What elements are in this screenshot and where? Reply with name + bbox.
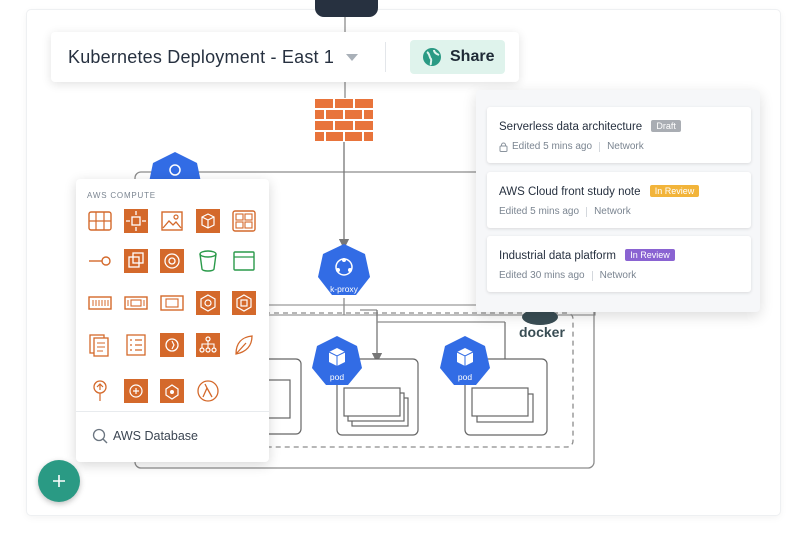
node-stack-3[interactable] xyxy=(464,358,548,436)
aws-ec2-icon[interactable] xyxy=(196,209,220,233)
folder-name[interactable]: Network xyxy=(607,141,644,152)
aws-db-instance-icon[interactable] xyxy=(124,291,148,315)
aws-container-icon[interactable] xyxy=(232,249,256,273)
aws-rack-icon[interactable] xyxy=(232,209,256,233)
folder-name[interactable]: Network xyxy=(594,206,631,217)
aws-eks-icon[interactable] xyxy=(232,291,256,315)
share-button[interactable]: Share xyxy=(410,40,505,74)
aws-elastic-ip-icon[interactable] xyxy=(88,249,112,273)
document-title-bar: Kubernetes Deployment - East 1 Share xyxy=(51,32,519,82)
aws-instance-store-icon[interactable] xyxy=(88,291,112,315)
pod-label-1: pod xyxy=(330,372,344,382)
status-badge: Draft xyxy=(651,120,681,132)
shape-library-panel: AWS COMPUTE xyxy=(76,179,269,462)
aws-rescue-icon[interactable] xyxy=(160,249,184,273)
aws-bucket-icon[interactable] xyxy=(196,249,220,273)
meta-divider xyxy=(591,270,593,281)
title-dropdown-caret-icon[interactable] xyxy=(346,53,359,61)
aws-dedicated-host-icon[interactable] xyxy=(160,291,184,315)
aws-ami-image-icon[interactable] xyxy=(160,209,184,233)
document-title: Serverless data architecture xyxy=(499,121,643,133)
aws-elastic-beanstalk-icon[interactable] xyxy=(88,379,112,403)
aws-multiple-instances-icon[interactable] xyxy=(124,249,148,273)
panel-divider xyxy=(76,411,269,412)
aws-serverless-app-icon[interactable] xyxy=(124,379,148,403)
aws-leaf-icon[interactable] xyxy=(232,333,256,357)
pod-icon-2[interactable] xyxy=(440,336,490,385)
recent-documents-panel: Serverless data architecture Draft Edite… xyxy=(476,90,760,312)
pod-label-2: pod xyxy=(458,372,472,382)
shape-section-title: AWS COMPUTE xyxy=(87,191,156,200)
shape-search-label: AWS Database xyxy=(113,429,198,443)
add-button[interactable] xyxy=(38,460,80,502)
shape-search-row[interactable]: AWS Database xyxy=(92,428,198,444)
folder-name[interactable]: Network xyxy=(599,270,637,281)
edited-time: Edited 5 mins ago xyxy=(512,141,593,152)
edited-time: Edited 5 mins ago xyxy=(499,206,580,217)
share-label: Share xyxy=(450,48,495,65)
aws-outposts-icon[interactable] xyxy=(160,379,184,403)
status-badge: In Review xyxy=(649,185,700,197)
node-stack-2[interactable] xyxy=(336,358,419,436)
document-card[interactable]: AWS Cloud front study note In Review Edi… xyxy=(487,172,751,228)
aws-documents-icon[interactable] xyxy=(88,333,112,357)
meta-divider xyxy=(599,141,601,152)
document-card[interactable]: Industrial data platform In Review Edite… xyxy=(487,236,751,292)
kproxy-label: k-proxy xyxy=(330,284,359,294)
docker-label: docker xyxy=(519,324,565,340)
title-divider xyxy=(385,42,386,72)
search-icon xyxy=(92,428,108,444)
status-badge: In Review xyxy=(625,249,675,261)
globe-icon xyxy=(423,48,441,66)
lock-icon xyxy=(499,142,508,152)
firewall-icon[interactable] xyxy=(315,99,373,141)
document-title: AWS Cloud front study note xyxy=(499,186,641,198)
plus-icon xyxy=(53,475,65,487)
edited-time: Edited 30 mins ago xyxy=(499,270,585,281)
top-node-stub[interactable] xyxy=(315,0,378,17)
meta-divider xyxy=(586,206,588,217)
pod-icon-1[interactable] xyxy=(312,336,362,385)
document-title: Industrial data platform xyxy=(499,250,616,262)
aws-instances-icon[interactable] xyxy=(88,209,112,233)
aws-ec2-autoscaling-icon[interactable] xyxy=(124,209,148,233)
document-title[interactable]: Kubernetes Deployment - East 1 xyxy=(68,46,335,67)
aws-lightsail-icon[interactable] xyxy=(160,333,184,357)
aws-lambda-icon[interactable] xyxy=(196,379,220,403)
aws-ecs-icon[interactable] xyxy=(196,291,220,315)
aws-batch-icon[interactable] xyxy=(196,333,220,357)
document-card[interactable]: Serverless data architecture Draft Edite… xyxy=(487,107,751,163)
kproxy-icon[interactable] xyxy=(318,244,370,295)
aws-checklist-icon[interactable] xyxy=(124,333,148,357)
